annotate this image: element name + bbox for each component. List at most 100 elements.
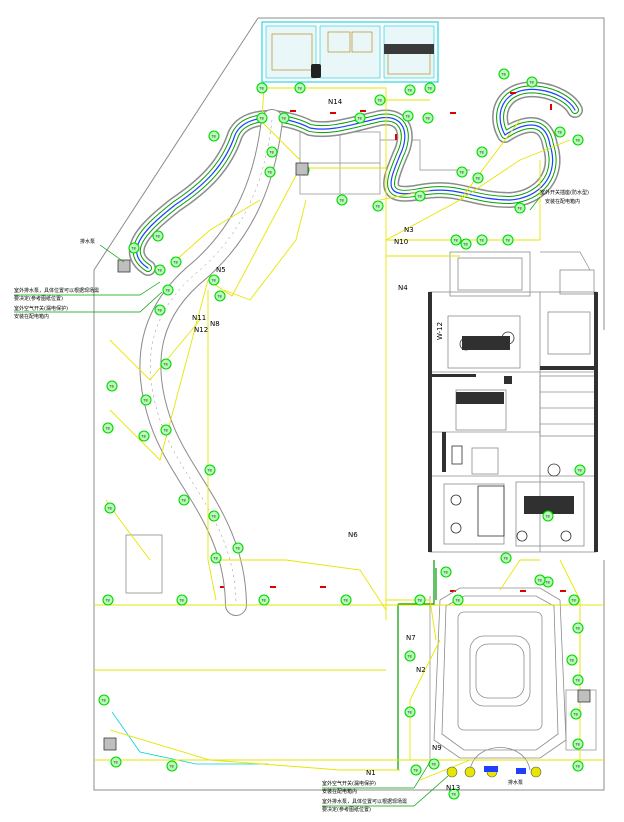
light-fixture-code: T8 bbox=[258, 86, 263, 90]
water-edge-markers bbox=[220, 92, 566, 592]
garden-path bbox=[139, 109, 283, 616]
light-fixture: T8 bbox=[208, 510, 220, 522]
light-fixture-code: T8 bbox=[210, 514, 215, 518]
light-fixture-code: T8 bbox=[280, 116, 285, 120]
light-fixture: T8 bbox=[460, 238, 472, 250]
light-fixture: T8 bbox=[452, 594, 464, 606]
light-fixture: T8 bbox=[476, 146, 488, 158]
light-fixture-code: T8 bbox=[164, 288, 169, 292]
light-fixture: T8 bbox=[572, 134, 584, 146]
light-fixture-code: T8 bbox=[342, 598, 347, 602]
light-fixture: T8 bbox=[208, 274, 220, 286]
light-fixture: T8 bbox=[422, 112, 434, 124]
light-fixture-code: T8 bbox=[478, 238, 483, 242]
light-fixture-code: T8 bbox=[156, 308, 161, 312]
light-fixture: T8 bbox=[154, 304, 166, 316]
light-fixture: T8 bbox=[498, 68, 510, 80]
light-fixture: T8 bbox=[448, 788, 460, 800]
label-n9: N9 bbox=[432, 744, 442, 752]
note-bottom-line-1: 室外空气开关(漏电保护) bbox=[322, 780, 376, 787]
light-fixture: T8 bbox=[410, 764, 422, 776]
house-dark-walls bbox=[428, 292, 598, 552]
light-fixture-code: T8 bbox=[108, 384, 113, 388]
light-fixture: T8 bbox=[110, 756, 122, 768]
light-fixture: T8 bbox=[160, 424, 172, 436]
light-fixture: T8 bbox=[450, 234, 462, 246]
light-fixture-code: T8 bbox=[430, 762, 435, 766]
light-fixture: T8 bbox=[404, 706, 416, 718]
label-n1: N1 bbox=[366, 769, 376, 777]
light-fixture-code: T8 bbox=[450, 792, 455, 796]
light-fixture: T8 bbox=[106, 380, 118, 392]
light-fixture: T8 bbox=[414, 594, 426, 606]
light-fixture: T8 bbox=[98, 694, 110, 706]
note-left-line-3: 室外空气开关(漏电保护) bbox=[14, 305, 68, 312]
light-fixture: T8 bbox=[160, 358, 172, 370]
light-fixture-code: T8 bbox=[412, 768, 417, 772]
light-fixture: T8 bbox=[374, 94, 386, 106]
light-fixture-code: T8 bbox=[376, 98, 381, 102]
light-fixture-code: T8 bbox=[452, 238, 457, 242]
light-fixture: T8 bbox=[566, 654, 578, 666]
label-n7: N7 bbox=[406, 634, 416, 642]
light-fixture-code: T8 bbox=[416, 598, 421, 602]
annotation-notes: 排水泵 室外排水泵，具体位置可以根据现场需 要决定(参考图纸位置) 室外空气开关… bbox=[14, 189, 589, 813]
light-fixture-code: T8 bbox=[268, 150, 273, 154]
light-fixture-code: T8 bbox=[536, 578, 541, 582]
lawn-bench bbox=[125, 534, 163, 594]
light-fixture-code: T8 bbox=[454, 598, 459, 602]
light-fixture: T8 bbox=[568, 594, 580, 606]
note-left-line-1: 室外排水泵，具体位置可以根据现场需 bbox=[14, 287, 99, 294]
label-n10: N10 bbox=[394, 238, 408, 246]
light-fixture-code: T8 bbox=[206, 468, 211, 472]
light-fixture-code: T8 bbox=[462, 242, 467, 246]
light-fixture-code: T8 bbox=[234, 546, 239, 550]
light-fixture: T8 bbox=[176, 594, 188, 606]
label-n4: N4 bbox=[398, 284, 408, 292]
light-fixture: T8 bbox=[170, 256, 182, 268]
label-w12: W-12 bbox=[436, 322, 444, 340]
light-fixture-code: T8 bbox=[162, 362, 167, 366]
light-fixture-code: T8 bbox=[556, 130, 561, 134]
note-left-line-2: 要决定(参考图纸位置) bbox=[14, 295, 63, 302]
light-fixture-code: T8 bbox=[112, 760, 117, 764]
light-fixture-code: T8 bbox=[266, 170, 271, 174]
house-furniture bbox=[450, 331, 572, 542]
light-fixture-code: T8 bbox=[210, 134, 215, 138]
light-fixture: T8 bbox=[204, 464, 216, 476]
light-fixture: T8 bbox=[232, 542, 244, 554]
junction-boxes bbox=[103, 162, 591, 751]
light-fixture: T8 bbox=[162, 284, 174, 296]
light-fixture-code: T8 bbox=[212, 556, 217, 560]
light-fixture: T8 bbox=[554, 126, 566, 138]
light-fixture-code: T8 bbox=[574, 138, 579, 142]
light-fixture-code: T8 bbox=[178, 598, 183, 602]
light-fixture-code: T8 bbox=[478, 150, 483, 154]
light-fixture: T8 bbox=[572, 760, 584, 772]
light-fixture: T8 bbox=[372, 200, 384, 212]
light-fixture: T8 bbox=[102, 422, 114, 434]
light-fixture: T8 bbox=[154, 264, 166, 276]
light-fixture: T8 bbox=[340, 594, 352, 606]
light-fixture-code: T8 bbox=[168, 764, 173, 768]
light-fixture: T8 bbox=[278, 112, 290, 124]
green-circuits bbox=[397, 560, 437, 770]
label-n12: N12 bbox=[194, 326, 208, 334]
light-fixture: T8 bbox=[264, 166, 276, 178]
light-fixture: T8 bbox=[456, 166, 468, 178]
light-fixture: T8 bbox=[572, 674, 584, 686]
light-fixture: T8 bbox=[500, 552, 512, 564]
light-fixture: T8 bbox=[256, 112, 268, 124]
leader-lines bbox=[14, 196, 541, 807]
label-n5: N5 bbox=[216, 266, 226, 274]
light-fixture: T8 bbox=[414, 190, 426, 202]
fountain-terrace bbox=[433, 587, 567, 771]
light-fixture-code: T8 bbox=[426, 86, 431, 90]
light-fixture-code: T8 bbox=[210, 278, 215, 282]
light-fixture-code: T8 bbox=[406, 654, 411, 658]
light-fixture: T8 bbox=[542, 510, 554, 522]
light-fixture: T8 bbox=[266, 146, 278, 158]
light-fixture-code: T8 bbox=[574, 764, 579, 768]
light-fixture-code: T8 bbox=[142, 398, 147, 402]
light-fixture: T8 bbox=[102, 594, 114, 606]
